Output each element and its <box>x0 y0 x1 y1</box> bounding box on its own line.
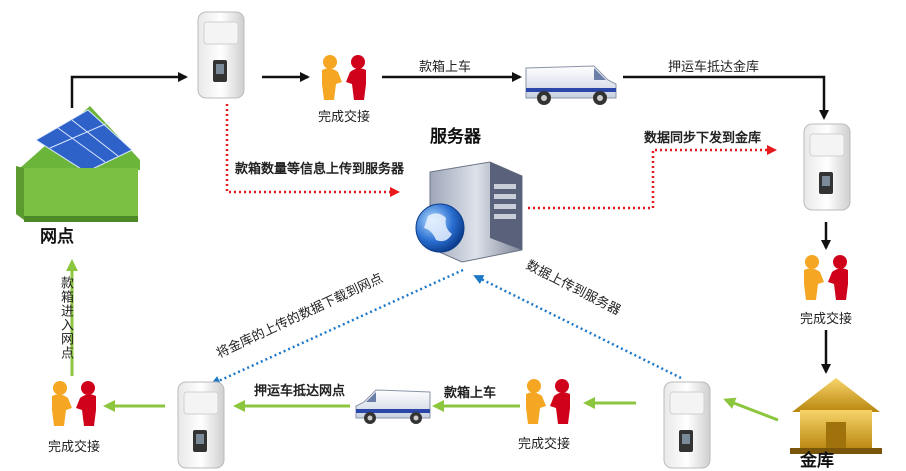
sync-down-label: 数据同步下发到金库 <box>644 131 762 146</box>
handover-label: 完成交接 <box>800 312 853 327</box>
arrow-branch-to-terminal <box>70 72 188 108</box>
handover-label: 完成交接 <box>48 440 101 455</box>
handover-label: 完成交接 <box>318 110 371 125</box>
arrow-van-to-vault-terminal <box>623 75 829 120</box>
arrow-upload-box-info <box>225 104 400 197</box>
load-box-bottom-label: 款箱上车 <box>444 386 497 401</box>
house-icon <box>16 106 140 222</box>
arrow-download-to-branch <box>210 268 464 386</box>
branch-label: 网点 <box>40 227 74 247</box>
handshake-icon <box>52 381 96 426</box>
vault-label: 金库 <box>800 451 834 471</box>
escort-arrive-branch-label: 押运车抵达网点 <box>254 384 346 399</box>
terminal-icon <box>663 381 711 469</box>
box-enter-branch-label: 款箱进入网点 <box>58 276 73 360</box>
arrow-upload-to-server <box>473 274 682 380</box>
handshake-icon <box>526 379 570 424</box>
upload-box-info-label: 款箱数量等信息上传到服务器 <box>235 162 405 177</box>
handshake-icon <box>804 255 848 300</box>
arrow-vault-to-terminal <box>723 397 779 422</box>
terminal-icon <box>177 381 225 469</box>
van-icon <box>355 389 431 424</box>
load-box-top-label: 款箱上车 <box>419 60 472 75</box>
globe-icon <box>415 203 465 253</box>
arrow-sync-down <box>528 145 777 210</box>
terminal-icon <box>803 123 851 211</box>
vault-icon <box>790 378 882 454</box>
terminal-icon <box>197 11 245 99</box>
escort-arrive-vault-label: 押运车抵达金库 <box>668 60 760 75</box>
van-icon <box>525 65 617 105</box>
server-label: 服务器 <box>430 127 481 147</box>
handover-label: 完成交接 <box>518 437 571 452</box>
handshake-icon <box>322 55 366 100</box>
